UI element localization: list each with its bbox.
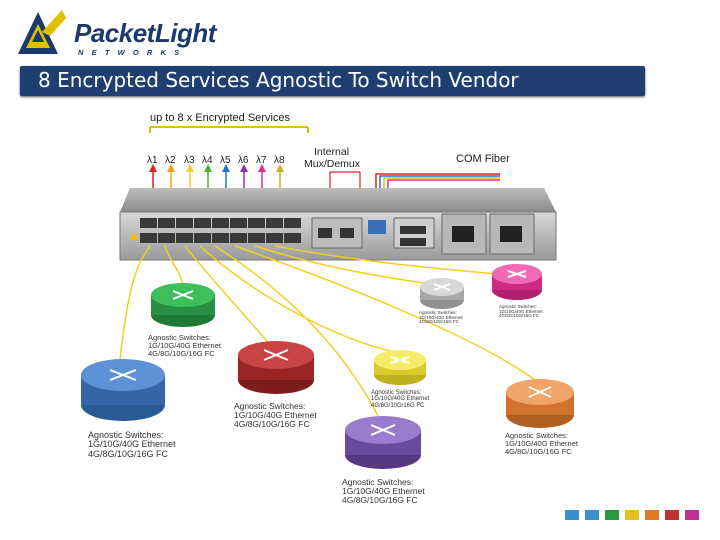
switch-label-line: Agnostic Switches: xyxy=(88,430,164,440)
switch-label-line: 1G/10G/40G Ethernet xyxy=(148,340,221,350)
switch-label-line: Agnostic Switches: xyxy=(499,304,537,309)
com-fiber-label: COM Fiber xyxy=(456,153,510,165)
lambda-label: λ3 xyxy=(184,155,195,166)
switch-label-line: 4G/8G/10G/16G FC xyxy=(371,402,425,409)
chassis-device xyxy=(119,188,557,261)
switch-label-orange: Agnostic Switches: 1G/10G/40G Ethernet 4… xyxy=(505,432,578,456)
services-bracket xyxy=(149,126,309,133)
switch-label-line: 4G/8G/10G/16G FC xyxy=(342,494,418,505)
switch-label-line: 1G/10G/40G Ethernet xyxy=(234,409,317,420)
mux-label: Internal xyxy=(314,146,350,158)
router-icon xyxy=(81,264,574,469)
logo-triangles-icon xyxy=(18,10,66,54)
logo-tagline: NETWORKS xyxy=(78,48,188,57)
switch-label-yellow: Agnostic Switches: 1G/10G/40G Ethernet 4… xyxy=(371,390,429,409)
switch-label-line: 4G/8G/10G/16G FC xyxy=(505,446,572,456)
switch-label-line: 4G/8G/10G/16G FC xyxy=(148,348,215,358)
switch-label-line: Agnostic Switches: xyxy=(342,477,414,487)
switch-label-line: 1G/10G/40G Ethernet xyxy=(499,308,543,314)
mux-label: Mux/Demux xyxy=(304,158,361,170)
switch-label-line: 4G/8G/10G/16G FC xyxy=(499,313,540,319)
switch-label-line: Agnostic Switches: xyxy=(148,333,211,342)
lambda-label: λ4 xyxy=(202,155,213,166)
switch-label-line: 1G/10G/40G Ethernet xyxy=(419,314,463,320)
switch-label-pink: Agnostic Switches: 1G/10G/40G Ethernet 4… xyxy=(499,304,543,319)
logo-brand: PacketLight xyxy=(74,18,216,48)
lambda-label: λ1 xyxy=(147,155,158,166)
switch-label-line: 1G/10G/40G Ethernet xyxy=(88,439,176,450)
lambda-label: λ6 xyxy=(238,155,249,166)
switch-label-line: 4G/8G/10G/16G FC xyxy=(88,448,169,459)
switch-label-line: 4G/8G/10G/16G FC xyxy=(419,319,460,325)
switch-label-line: 1G/10G/40G Ethernet xyxy=(505,438,578,448)
switch-label-line: Agnostic Switches: xyxy=(419,310,457,315)
switch-label-line: 4G/8G/10G/16G FC xyxy=(234,418,310,429)
switch-label-line: 1G/10G/40G Ethernet xyxy=(342,485,425,496)
services-label: up to 8 x Encrypted Services xyxy=(150,112,291,124)
switch-label-line: Agnostic Switches: xyxy=(505,431,568,440)
lambda-label: λ8 xyxy=(274,155,285,166)
switch-label-line: Agnostic Switches: xyxy=(234,401,306,411)
switch-label-line: Agnostic Switches: xyxy=(371,390,422,396)
switch-label-blue: Agnostic Switches: 1G/10G/40G Ethernet 4… xyxy=(88,430,176,459)
switch-label-red: Agnostic Switches: 1G/10G/40G Ethernet 4… xyxy=(234,402,317,429)
switch-label-purple: Agnostic Switches: 1G/10G/40G Ethernet 4… xyxy=(342,478,425,505)
lambda-label: λ5 xyxy=(220,155,231,166)
page-title: 8 Encrypted Services Agnostic To Switch … xyxy=(38,68,519,92)
switch-label-green: Agnostic Switches: 1G/10G/40G Ethernet 4… xyxy=(148,334,221,358)
switch-label-gray: Agnostic Switches: 1G/10G/40G Ethernet 4… xyxy=(419,310,463,325)
title-bar: 8 Encrypted Services Agnostic To Switch … xyxy=(20,66,645,96)
packetlight-logo: PacketLight NETWORKS xyxy=(14,8,216,58)
lambda-label: λ2 xyxy=(165,155,176,166)
switch-label-line: 1G/10G/40G Ethernet xyxy=(371,396,430,403)
navigation-cubes-icon xyxy=(565,510,699,520)
lambda-label: λ7 xyxy=(256,155,267,166)
